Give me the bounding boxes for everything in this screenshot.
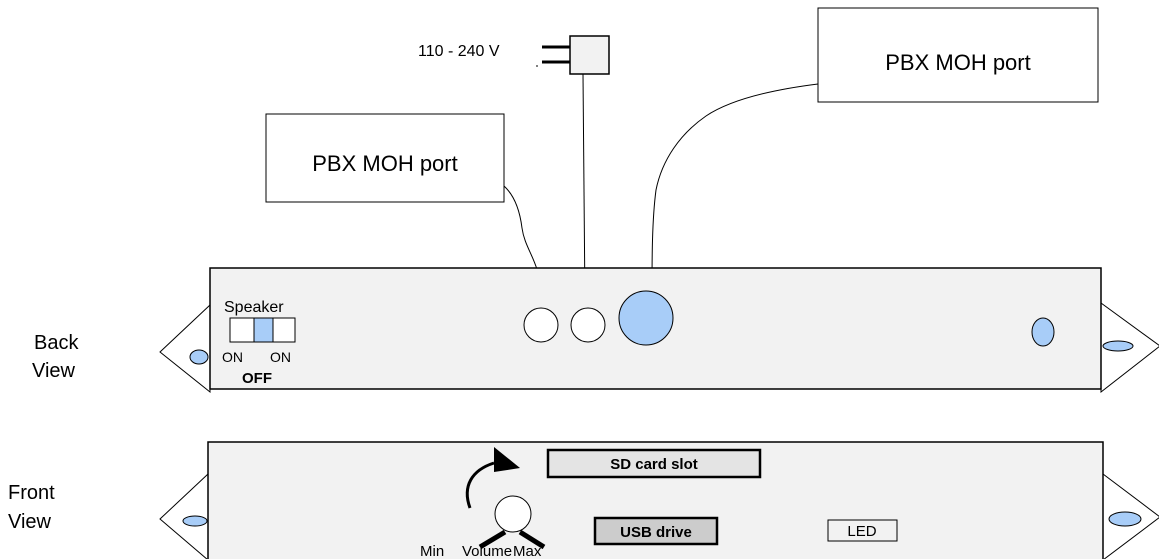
speaker-switch-right [272,317,296,343]
back-panel: Speaker ON ON OFF [159,267,1159,394]
volume-min-tick [478,529,507,550]
back-view-label-line1: Back [34,332,79,354]
front-right-ear-hole [1108,511,1142,527]
switch-on-right-label: ON [270,349,291,365]
speaker-label: Speaker [224,299,284,316]
front-view-label-line1: Front [8,482,55,504]
front-left-ear-hole [182,515,208,527]
switch-off-label: OFF [242,370,272,387]
back-right-ear-hole [1102,340,1134,352]
audio-port [523,307,559,343]
usb-drive-slot [593,516,719,546]
back-view-label-line2: View [32,360,76,382]
front-panel: Min Volume Max SD card slot USB drive LE… [159,441,1159,559]
callout-right: PBX MOH port [817,7,1099,103]
front-view-label-line2: View [8,511,52,533]
back-left-ear-hole [189,349,209,365]
led-indicator [827,519,898,542]
volume-max-tick [518,529,546,550]
leader-line-right [651,83,819,291]
led-label: LED [847,523,876,540]
callout-left-label: PBX MOH port [312,151,457,176]
speaker-switch-middle [253,317,274,343]
callout-left-box [265,113,505,203]
volume-arrow-arc [465,461,495,509]
plug-body [569,35,610,75]
moh-port [618,290,674,346]
voltage-label: 110 - 240 V [418,43,500,60]
usb-drive-label: USB drive [620,524,692,541]
power-port [570,307,606,343]
back-left-ear [159,303,211,394]
sd-card-label: SD card slot [610,456,698,473]
volume-arrow-head [494,447,520,472]
back-screw-hole [1031,317,1055,347]
sd-card-slot [546,448,762,479]
switch-on-left-label: ON [222,349,243,365]
speaker-switch-left [229,317,255,343]
volume-max-label: Max [513,543,542,559]
callout-right-label: PBX MOH port [885,50,1030,75]
volume-label: Volume [462,543,512,559]
callout-right-box [817,7,1099,103]
callout-left: PBX MOH port [265,113,505,203]
volume-knob [494,495,532,533]
volume-min-label: Min [420,543,444,559]
